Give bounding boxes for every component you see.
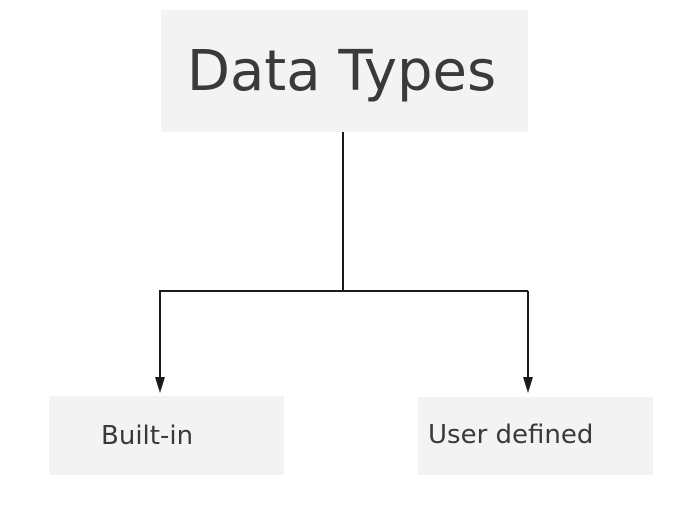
child-node-built-in: Built-in	[49, 396, 284, 475]
arrowhead-right	[523, 377, 533, 393]
child-node-label: User defined	[428, 420, 594, 450]
child-node-user-defined: User defined	[418, 397, 653, 475]
root-node-data-types: Data Types	[161, 10, 528, 132]
root-node-label: Data Types	[186, 38, 497, 104]
child-node-label: Built-in	[101, 420, 194, 451]
arrowhead-left	[155, 377, 165, 393]
